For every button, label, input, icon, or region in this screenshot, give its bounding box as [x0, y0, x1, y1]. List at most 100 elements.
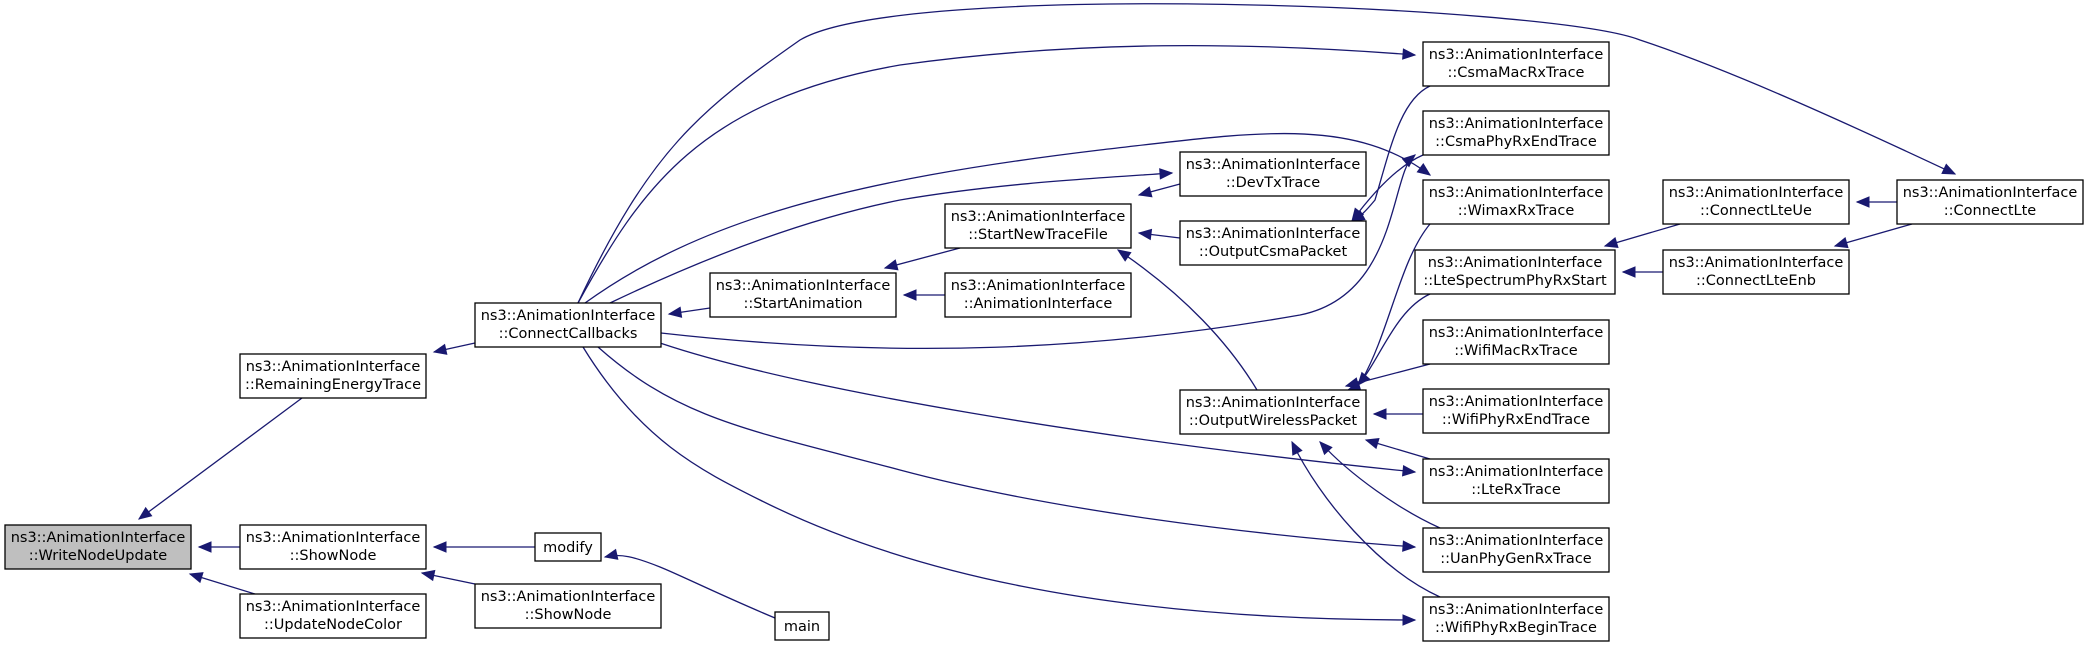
node-label-line: modify	[543, 540, 593, 556]
node-label-line: ns3::AnimationInterface	[1429, 464, 1604, 480]
node-box	[709, 272, 897, 318]
node-writenodeupdate: ns3::AnimationInterface::WriteNodeUpdate	[4, 524, 192, 570]
edge-devtxtrace-to-startnewtracefile	[1137, 183, 1181, 198]
node-devtxtrace[interactable]: ns3::AnimationInterface::DevTxTrace	[1179, 151, 1367, 197]
node-box	[1662, 179, 1850, 225]
edge-connectcallbacks-to-csmamacrxtrace	[577, 44, 1417, 304]
node-outputwirelesspacket[interactable]: ns3::AnimationInterface::OutputWirelessP…	[1179, 389, 1367, 435]
node-box	[774, 611, 830, 641]
node-ltertrace[interactable]: ns3::AnimationInterface::LteRxTrace	[1422, 458, 1610, 504]
node-uanphygenrxtrace[interactable]: ns3::AnimationInterface::UanPhyGenRxTrac…	[1422, 527, 1610, 573]
node-box	[1896, 179, 2084, 225]
node-label-line: ns3::AnimationInterface	[11, 530, 186, 546]
edge-connectcallbacks-to-wimaxrxtrace	[584, 132, 1432, 304]
edge-connectcallbacks-to-uanphygenrxtrace	[597, 346, 1417, 552]
node-box	[1422, 388, 1610, 434]
node-box	[1422, 41, 1610, 87]
node-box	[1179, 151, 1367, 197]
node-animationinterface[interactable]: ns3::AnimationInterface::AnimationInterf…	[944, 272, 1132, 318]
node-label-line: ns3::AnimationInterface	[246, 359, 421, 375]
node-label-line: ::ShowNode	[525, 607, 612, 623]
node-label-line: ::CsmaPhyRxEndTrace	[1435, 134, 1597, 150]
node-label-line: ::ConnectLteEnb	[1696, 273, 1816, 289]
node-label-line: ::StartAnimation	[743, 296, 862, 312]
node-connectlteenb[interactable]: ns3::AnimationInterface::ConnectLteEnb	[1662, 249, 1850, 295]
node-wifiphyrxendtrace[interactable]: ns3::AnimationInterface::WifiPhyRxEndTra…	[1422, 388, 1610, 434]
node-box	[1179, 389, 1367, 435]
node-box	[239, 593, 427, 639]
edge-shownode2-to-shownode1	[420, 569, 476, 585]
node-connectcallbacks[interactable]: ns3::AnimationInterface::ConnectCallback…	[474, 302, 662, 348]
node-label-line: ns3::AnimationInterface	[1429, 394, 1604, 410]
node-box	[944, 272, 1132, 318]
edge-connectcallbacks-to-remainingenergytrace	[432, 342, 476, 355]
node-label-line: ::AnimationInterface	[964, 296, 1113, 312]
node-label-line: ns3::AnimationInterface	[1186, 157, 1361, 173]
node-label-line: ns3::AnimationInterface	[246, 530, 421, 546]
nodes-layer: ns3::AnimationInterface::WriteNodeUpdate…	[4, 41, 2084, 642]
node-box	[1662, 249, 1850, 295]
edge-ltertrace-to-outputwirelesspacket	[1364, 438, 1431, 460]
node-main[interactable]: main	[774, 611, 830, 641]
node-label-line: ns3::AnimationInterface	[1903, 185, 2078, 201]
node-startanimation[interactable]: ns3::AnimationInterface::StartAnimation	[709, 272, 897, 318]
node-box	[1422, 319, 1610, 365]
node-outputcsmapacket[interactable]: ns3::AnimationInterface::OutputCsmaPacke…	[1179, 220, 1367, 266]
node-label-line: ns3::AnimationInterface	[1669, 255, 1844, 271]
node-box	[944, 203, 1132, 249]
node-label-line: ns3::AnimationInterface	[481, 308, 656, 324]
node-modify[interactable]: modify	[534, 532, 602, 562]
node-label-line: ns3::AnimationInterface	[246, 599, 421, 615]
node-label-line: ::WifiPhyRxEndTrace	[1442, 412, 1590, 428]
edge-remainingenergytrace-to-writenodeupdate	[137, 397, 303, 520]
edge-wifiphyrxbegintrace-to-outputwirelesspacket	[1291, 440, 1441, 598]
node-shownode2[interactable]: ns3::AnimationInterface::ShowNode	[474, 583, 662, 629]
node-label-line: main	[784, 619, 820, 635]
node-label-line: ::LteSpectrumPhyRxStart	[1423, 273, 1607, 289]
node-box	[1422, 596, 1610, 642]
node-box	[474, 583, 662, 629]
node-label-line: ns3::AnimationInterface	[481, 589, 656, 605]
node-ltespectrumphyrxstart[interactable]: ns3::AnimationInterface::LteSpectrumPhyR…	[1414, 249, 1616, 295]
edge-ltespectrumphyrxstart-to-outputwirelesspacket	[1357, 293, 1431, 386]
edge-connectcallbacks-to-wifiphyrxbegintrace	[582, 346, 1417, 626]
node-wimaxrxtrace[interactable]: ns3::AnimationInterface::WimaxRxTrace	[1422, 179, 1610, 225]
node-box	[1422, 179, 1610, 225]
node-label-line: ::LteRxTrace	[1471, 482, 1561, 498]
node-label-line: ns3::AnimationInterface	[1429, 47, 1604, 63]
node-box	[1422, 458, 1610, 504]
node-label-line: ::RemainingEnergyTrace	[245, 377, 421, 393]
node-label-line: ns3::AnimationInterface	[951, 209, 1126, 225]
node-wifimacrxtrace[interactable]: ns3::AnimationInterface::WifiMacRxTrace	[1422, 319, 1610, 365]
node-label-line: ns3::AnimationInterface	[1429, 116, 1604, 132]
node-shownode1[interactable]: ns3::AnimationInterface::ShowNode	[239, 524, 427, 570]
node-label-line: ::CsmaMacRxTrace	[1448, 65, 1585, 81]
node-csmamacrxtrace[interactable]: ns3::AnimationInterface::CsmaMacRxTrace	[1422, 41, 1610, 87]
edge-connectlteue-to-ltespectrumphyrxstart	[1603, 223, 1681, 248]
node-csmaphyrxendtrace[interactable]: ns3::AnimationInterface::CsmaPhyRxEndTra…	[1422, 110, 1610, 156]
node-label-line: ns3::AnimationInterface	[1429, 185, 1604, 201]
node-label-line: ::ConnectLte	[1944, 203, 2036, 219]
node-label-line: ns3::AnimationInterface	[1186, 226, 1361, 242]
node-box	[239, 524, 427, 570]
edge-connectcallbacks-to-connectlte	[577, 3, 1957, 304]
node-label-line: ::WifiMacRxTrace	[1454, 343, 1578, 359]
node-remainingenergytrace[interactable]: ns3::AnimationInterface::RemainingEnergy…	[239, 353, 427, 399]
node-connectlte[interactable]: ns3::AnimationInterface::ConnectLte	[1896, 179, 2084, 225]
node-label-line: ns3::AnimationInterface	[951, 278, 1126, 294]
node-label-line: ns3::AnimationInterface	[1669, 185, 1844, 201]
node-label-line: ns3::AnimationInterface	[716, 278, 891, 294]
node-connectlteue[interactable]: ns3::AnimationInterface::ConnectLteUe	[1662, 179, 1850, 225]
node-updatenodecolor[interactable]: ns3::AnimationInterface::UpdateNodeColor	[239, 593, 427, 639]
edge-shownode1-to-writenodeupdate	[197, 541, 240, 553]
edge-outputwirelesspacket-to-startnewtracefile	[1116, 249, 1258, 391]
node-wifiphyrxbegintrace[interactable]: ns3::AnimationInterface::WifiPhyRxBeginT…	[1422, 596, 1610, 642]
node-label-line: ::ConnectCallbacks	[499, 326, 638, 342]
node-startnewtracefile[interactable]: ns3::AnimationInterface::StartNewTraceFi…	[944, 203, 1132, 249]
node-label-line: ::UanPhyGenRxTrace	[1440, 551, 1592, 567]
edge-connectcallbacks-to-devtxtrace	[609, 168, 1174, 304]
node-label-line: ::WifiPhyRxBeginTrace	[1435, 620, 1597, 636]
edge-animationinterface-to-startanimation	[902, 289, 945, 301]
node-box	[4, 524, 192, 570]
